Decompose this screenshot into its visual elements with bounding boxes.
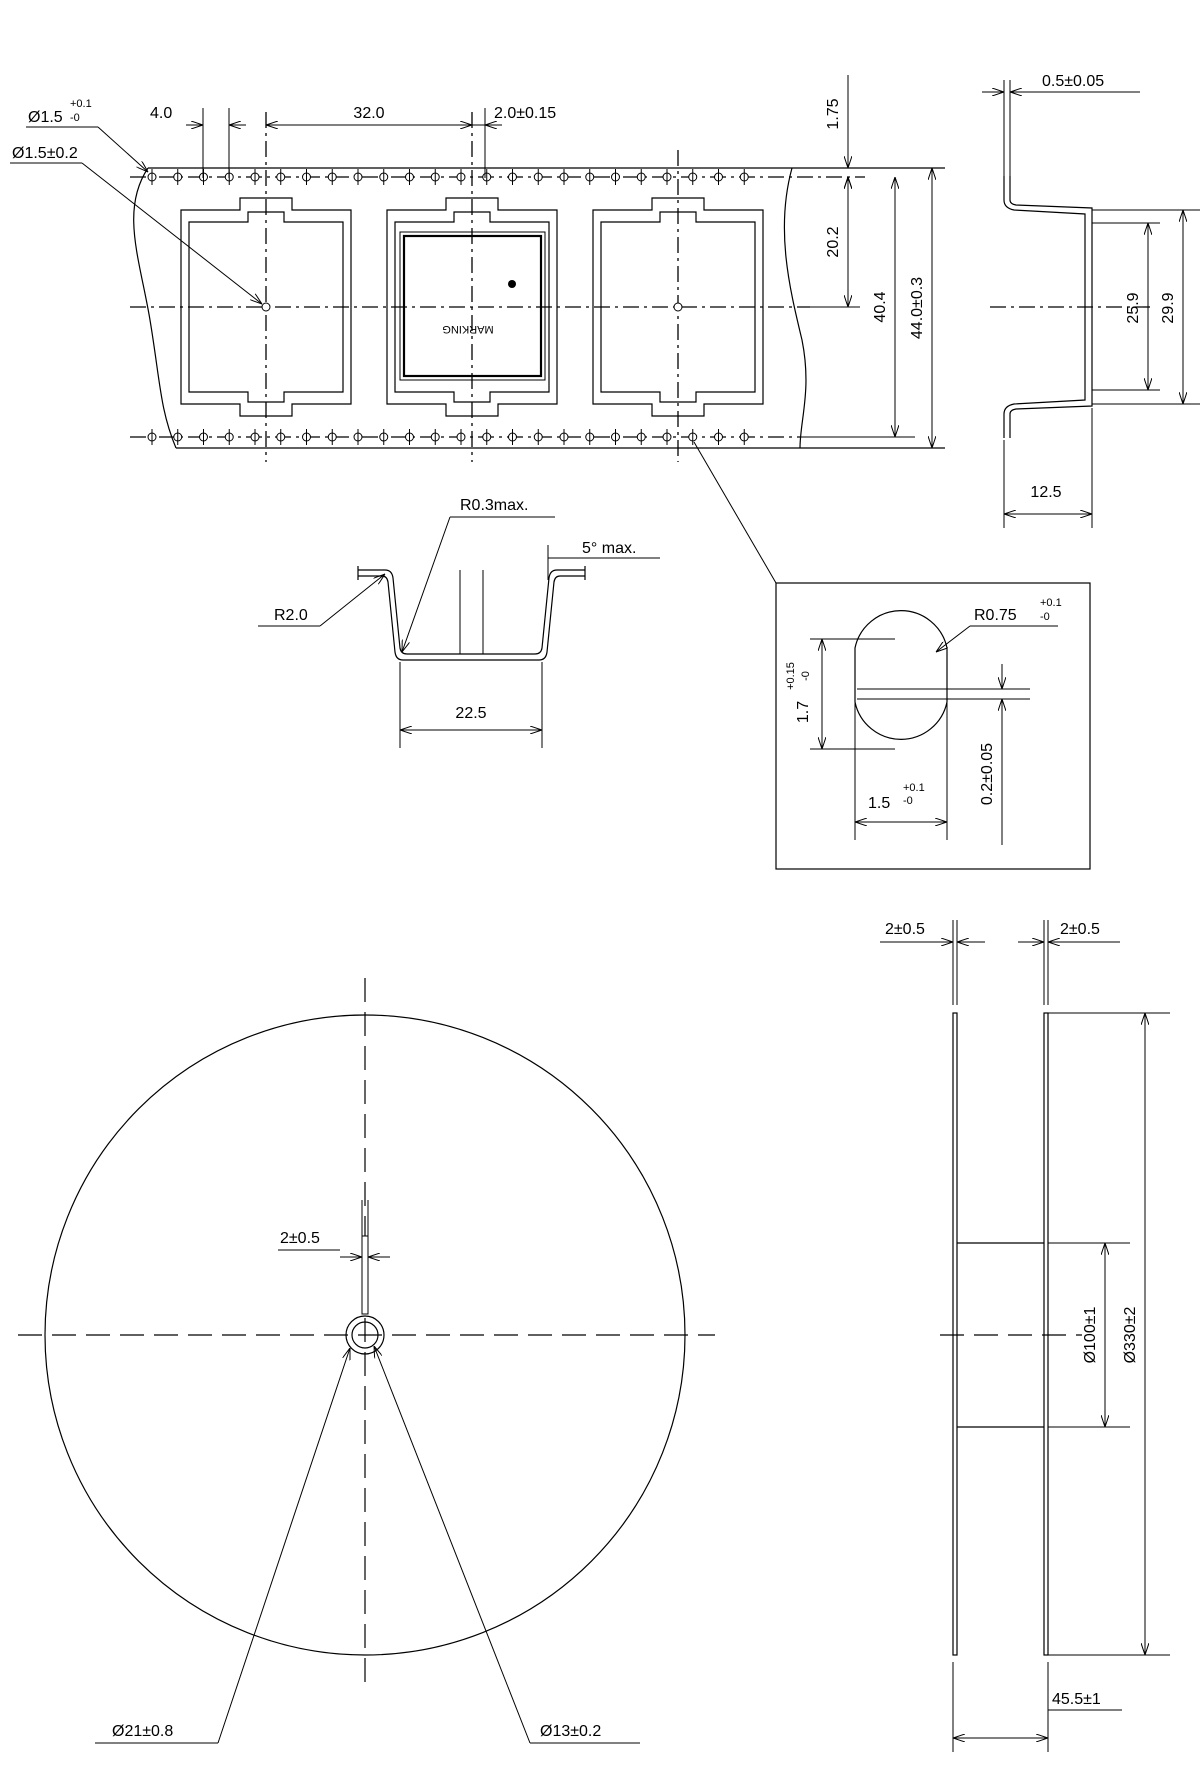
corner-radius-label: R0.3max. [460, 497, 528, 514]
pocket-inner-outline [188, 211, 344, 403]
detail-height-tol-plus: +0.15 [785, 662, 797, 690]
pocket-cross-section: R0.3max. 5° max. R2.0 22.5 [258, 497, 660, 748]
pocket-inner-outline [394, 211, 550, 403]
arbor-dia-label: Ø13±0.2 [540, 1723, 601, 1740]
draft-angle-label: 5° max. [582, 540, 636, 557]
pocket-outer-width-label: 29.9 [1160, 292, 1177, 323]
detail-width-tol-minus: -0 [903, 795, 913, 807]
flange-radius-label: R2.0 [274, 607, 308, 624]
flange-thickness-left-label: 2±0.5 [885, 921, 925, 938]
carrier-tape-top-view: MARKING Ø1.5 +0.1 -0 Ø1.5±0.2 4.0 32.0 2… [10, 75, 945, 462]
detail-height-label: 1.7 [795, 701, 812, 723]
detail-radius-tol-minus: -0 [1040, 611, 1050, 623]
reel-side-view: 2±0.5 2±0.5 Ø100±1 Ø330±2 45.5±1 [880, 920, 1170, 1752]
sprocket-holes-top [147, 169, 749, 185]
hole-dia-tol-minus: -0 [70, 112, 80, 124]
sprocket-holes-bottom [147, 429, 749, 445]
center-hole-right [673, 302, 683, 312]
reel-dia-label: Ø330±2 [1122, 1306, 1139, 1363]
component-in-pocket: MARKING [399, 231, 546, 381]
hole-dia-label: Ø1.5 [28, 109, 63, 126]
hole-dia-tol-plus: +0.1 [70, 98, 92, 110]
detail-width-tol-plus: +0.1 [903, 782, 925, 794]
pocket-outline [592, 197, 764, 417]
detail-width-label: 1.5 [868, 795, 890, 812]
hub-slot-width-label: 2±0.5 [280, 1230, 320, 1247]
pocket-inner-outline [600, 211, 756, 403]
pocket-outline [180, 197, 352, 417]
detail-slot-width-label: 0.2±0.05 [979, 743, 996, 805]
tape-pockets [180, 197, 764, 417]
edge-offset-label: 1.75 [825, 98, 842, 129]
tape-side-section: 0.5±0.05 25.9 29.9 12.5 [982, 73, 1200, 528]
tape-width-label: 44.0±0.3 [909, 277, 926, 339]
sprocket-pitch-label: 4.0 [150, 105, 172, 122]
pitch-offset-label: 2.0±0.15 [494, 105, 556, 122]
detail-radius-tol-plus: +0.1 [1040, 597, 1062, 609]
core-dia-label: Ø100±1 [1082, 1306, 1099, 1363]
hub-dia-label: Ø21±0.8 [112, 1723, 173, 1740]
hole-row-distance-label: 40.4 [872, 291, 889, 322]
pocket-outline [386, 197, 558, 417]
detail-radius-label: R0.75 [974, 607, 1017, 624]
pocket-length-label: 22.5 [455, 705, 486, 722]
film-thickness-label: 0.5±0.05 [1042, 73, 1104, 90]
center-hole-left [261, 302, 271, 312]
pin1-marker-icon [508, 280, 516, 288]
pocket-depth-label: 12.5 [1030, 484, 1061, 501]
pocket-pitch-label: 32.0 [353, 105, 384, 122]
reel-front-view: 2±0.5 Ø21±0.8 Ø13±0.2 [18, 978, 715, 1744]
center-offset-label: 20.2 [825, 226, 842, 257]
marking-label: MARKING [442, 323, 493, 335]
sprocket-hole-detail: R0.75 +0.1 -0 1.7 +0.15 -0 1.5 +0.1 -0 0… [693, 441, 1091, 870]
flange-thickness-right-label: 2±0.5 [1060, 921, 1100, 938]
reel-width-label: 45.5±1 [1052, 1691, 1101, 1708]
detail-height-tol-minus: -0 [800, 671, 812, 681]
pocket-inner-width-label: 25.9 [1125, 292, 1142, 323]
center-hole-dia-label: Ø1.5±0.2 [12, 145, 78, 162]
